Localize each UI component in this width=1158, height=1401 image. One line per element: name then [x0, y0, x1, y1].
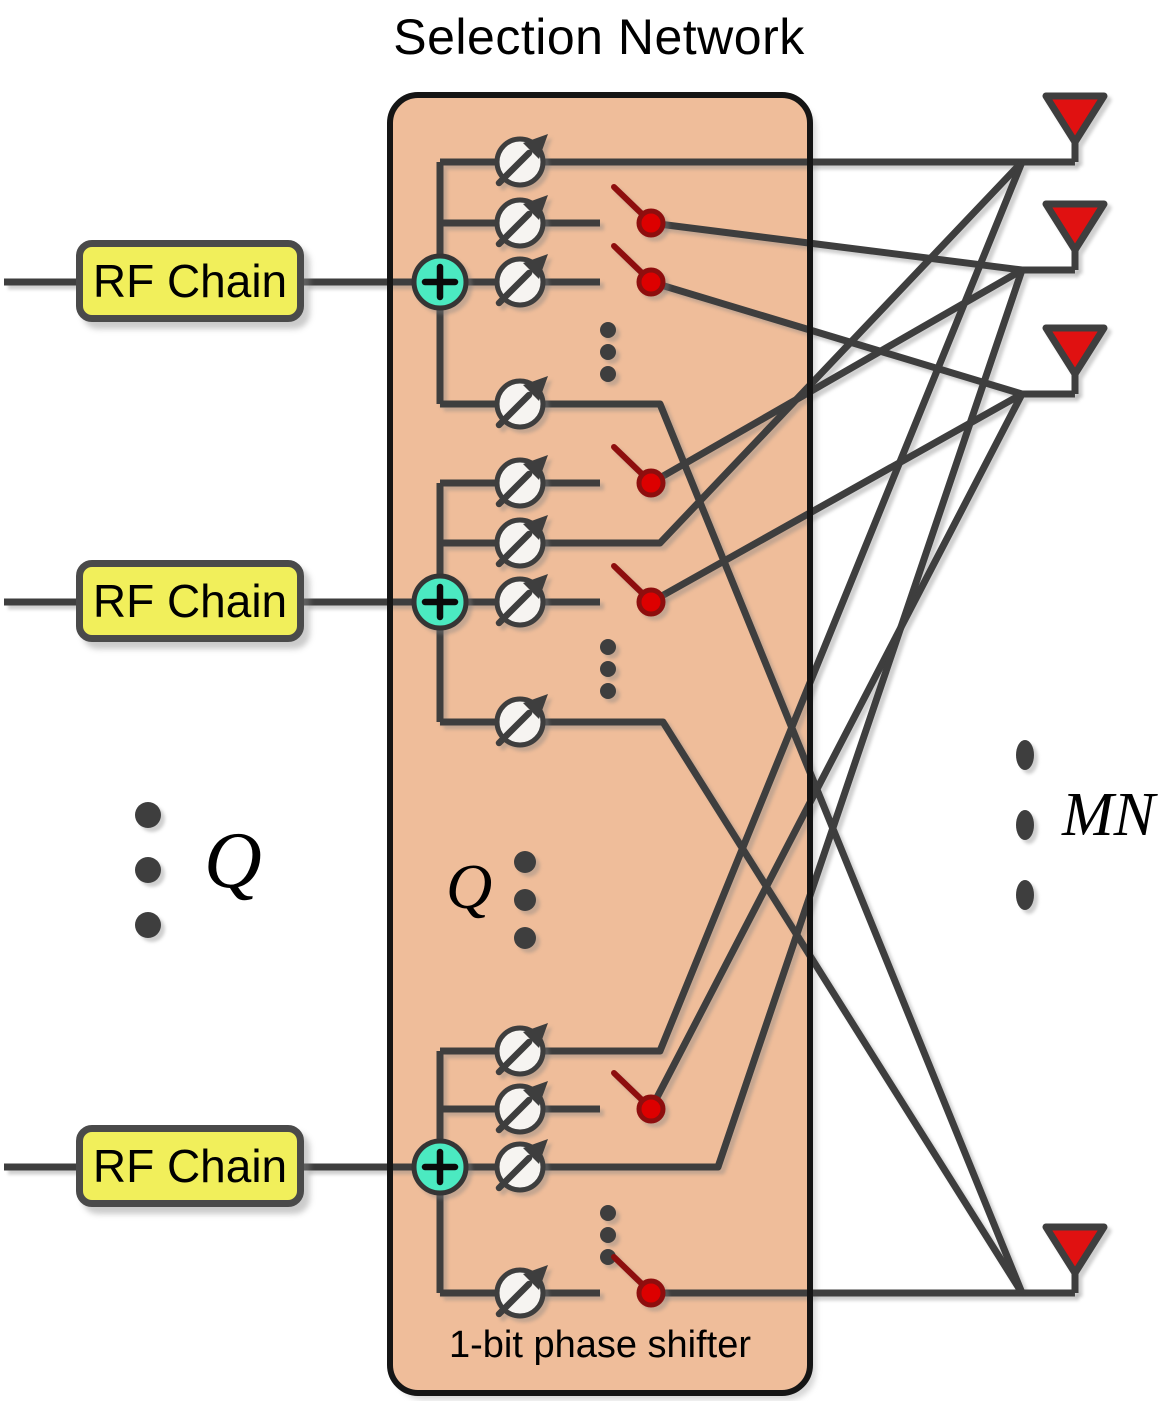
phase-shifter-icon — [497, 1023, 548, 1074]
rf-chain-label: RF Chain — [92, 1140, 288, 1192]
rf-chain-label: RF Chain — [92, 575, 288, 627]
phase-shifter-icon — [497, 694, 548, 745]
phase-shifter-icon — [497, 515, 548, 566]
combiner-plus-icon — [414, 1141, 466, 1193]
rf-chain-box-1: RF Chain — [76, 240, 304, 322]
antenna-ellipsis — [1016, 740, 1034, 910]
phase-shifter-icon — [497, 134, 548, 185]
wire-g3-r2-switch-to-antenna-3 — [647, 392, 1026, 1111]
phase-shifter-icon — [497, 1081, 548, 1132]
phase-shifter-icon — [497, 455, 548, 506]
phase-shifter-group-count-label: Q — [446, 851, 493, 922]
selection-network-box — [390, 95, 810, 1393]
antenna-icon — [1046, 204, 1104, 270]
rf-chain-box-2: RF Chain — [76, 560, 304, 642]
wire-g2-r3-switch-to-antenna-3 — [649, 390, 1024, 606]
rf-chain-ellipsis — [135, 802, 161, 938]
antenna-count-label: MN — [1062, 781, 1155, 849]
selection-network-border — [387, 92, 813, 1396]
antenna-icon — [1046, 96, 1104, 162]
inner-q-ellipsis — [514, 851, 536, 949]
combiner-plus-icon — [414, 576, 466, 628]
rf-chain-count-label: Q — [204, 817, 262, 905]
phase-shifter-icon — [497, 195, 548, 246]
phase-shifter-caption: 1-bit phase shifter — [448, 1324, 752, 1366]
ellipsis-dots — [135, 322, 1034, 1265]
diagram-title: Selection Network — [393, 9, 805, 65]
phase-shifter-icon — [497, 574, 548, 625]
antennas — [1046, 96, 1104, 1293]
group1-ellipsis — [600, 322, 616, 382]
group2-ellipsis — [600, 639, 616, 699]
phase-shifter-icon — [497, 1139, 548, 1190]
rf-chain-label: RF Chain — [92, 255, 288, 307]
phase-shifter-icon — [497, 1265, 548, 1316]
antenna-icon — [1046, 328, 1104, 394]
combiner-plus-icon — [414, 256, 466, 308]
phase-shifter-icon — [497, 376, 548, 427]
group3-ellipsis — [600, 1205, 616, 1265]
antenna-icon — [1046, 1227, 1104, 1293]
rf-chain-box-3: RF Chain — [76, 1125, 304, 1207]
phase-shifter-icon — [497, 254, 548, 305]
